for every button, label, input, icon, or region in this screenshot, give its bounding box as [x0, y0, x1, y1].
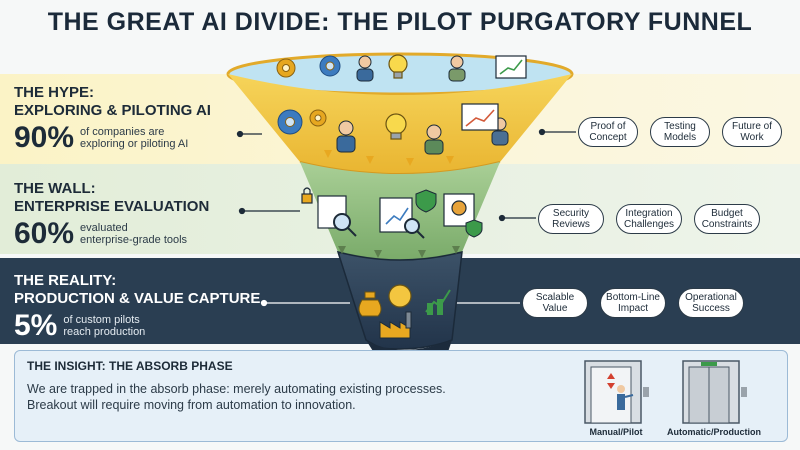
tag-bottom-line-impact[interactable]: Bottom-Line Impact — [600, 288, 666, 318]
stage-heading: THE WALL: ENTERPRISE EVALUATION — [14, 180, 210, 215]
insight-title: THE INSIGHT: THE ABSORB PHASE — [27, 359, 233, 373]
automatic-production-label: Automatic/Production — [667, 427, 761, 437]
stage-hype: THE HYPE: EXPLORING & PILOTING AI 90% of… — [14, 84, 211, 154]
tag-testing-models[interactable]: Testing Models — [650, 117, 710, 147]
tag-operational-success[interactable]: Operational Success — [678, 288, 744, 318]
percent-value: 90% — [14, 121, 75, 154]
manual-pilot-label: Manual/Pilot — [589, 427, 643, 437]
tag-scalable-value[interactable]: Scalable Value — [522, 288, 588, 318]
stage-reality: THE REALITY: PRODUCTION & VALUE CAPTURE … — [14, 272, 260, 342]
tag-future-of-work[interactable]: Future of Work — [722, 117, 782, 147]
percent-description: of companies are exploring or piloting A… — [80, 126, 189, 150]
tag-budget-constraints[interactable]: Budget Constraints — [694, 204, 760, 234]
page-title: THE GREAT AI DIVIDE: THE PILOT PURGATORY… — [47, 8, 753, 36]
insight-body: We are trapped in the absorb phase: mere… — [27, 382, 446, 412]
percent-description: of custom pilots reach production — [63, 314, 146, 338]
percent-value: 5% — [14, 309, 58, 342]
percent-value: 60% — [14, 217, 75, 250]
reality-tags: Scalable Value Bottom-Line Impact Operat… — [522, 288, 744, 318]
stage-heading: THE REALITY: PRODUCTION & VALUE CAPTURE — [14, 272, 261, 307]
tag-proof-of-concept[interactable]: Proof of Concept — [578, 117, 638, 147]
stage-wall: THE WALL: ENTERPRISE EVALUATION 60% eval… — [14, 180, 209, 250]
tag-integration-challenges[interactable]: Integration Challenges — [616, 204, 682, 234]
elevator-icon — [584, 360, 649, 424]
hype-tags: Proof of Concept Testing Models Future o… — [578, 117, 782, 147]
stage-heading: THE HYPE: EXPLORING & PILOTING AI — [14, 84, 211, 119]
insight-panel: THE INSIGHT: THE ABSORB PHASE We are tra… — [14, 350, 788, 442]
wall-tags: Security Reviews Integration Challenges … — [538, 204, 760, 234]
percent-description: evaluated enterprise-grade tools — [80, 222, 188, 246]
elevator-icon — [682, 360, 747, 424]
tag-security-reviews[interactable]: Security Reviews — [538, 204, 604, 234]
